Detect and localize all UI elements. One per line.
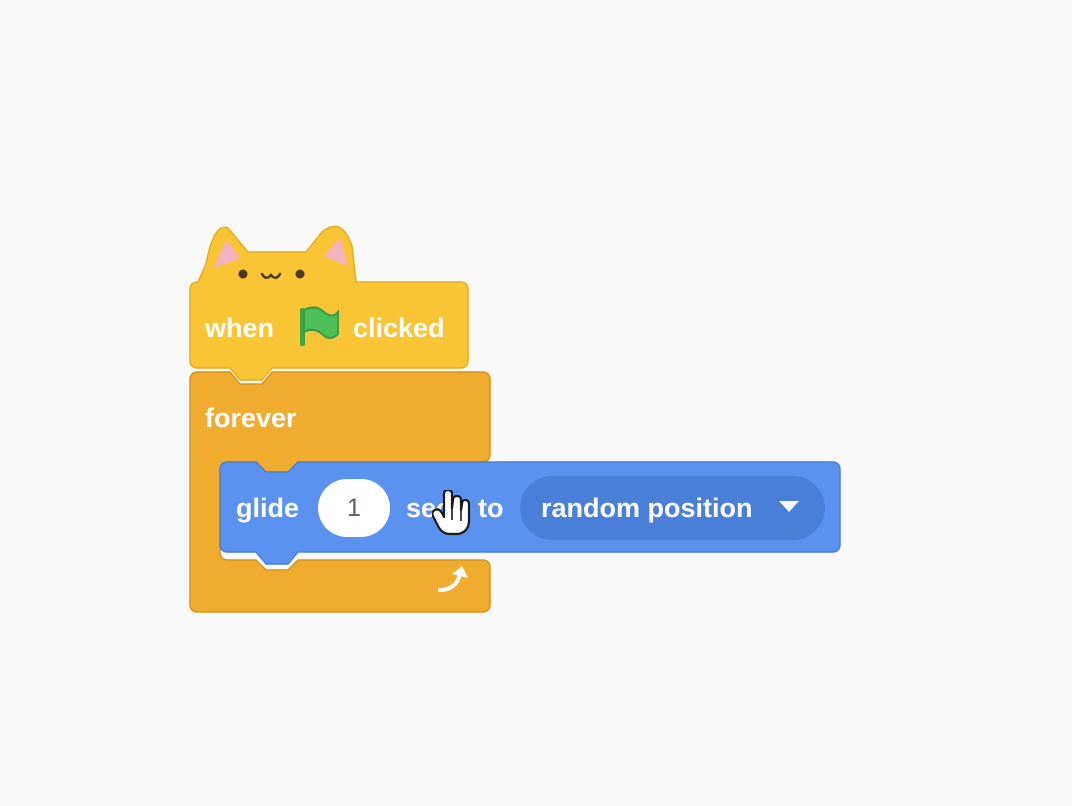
clicked-label: clicked xyxy=(353,313,445,343)
cat-ear-left-icon xyxy=(214,240,240,268)
target-dropdown-value: random position xyxy=(541,492,753,523)
green-flag-icon xyxy=(300,306,339,346)
cat-face-icon xyxy=(238,269,305,279)
forever-label: forever xyxy=(205,403,297,433)
chevron-down-icon xyxy=(779,501,799,512)
target-dropdown[interactable]: random position xyxy=(520,476,825,540)
hand-pointer-icon xyxy=(432,490,471,536)
when-flag-clicked-block[interactable] xyxy=(189,225,469,381)
seconds-input[interactable]: 1 xyxy=(318,479,390,537)
loop-arrow-icon xyxy=(438,566,468,592)
glide-label: glide xyxy=(236,493,300,523)
cat-ear-right-icon xyxy=(324,238,348,266)
when-label: when xyxy=(205,313,275,343)
to-label: to xyxy=(478,493,504,523)
